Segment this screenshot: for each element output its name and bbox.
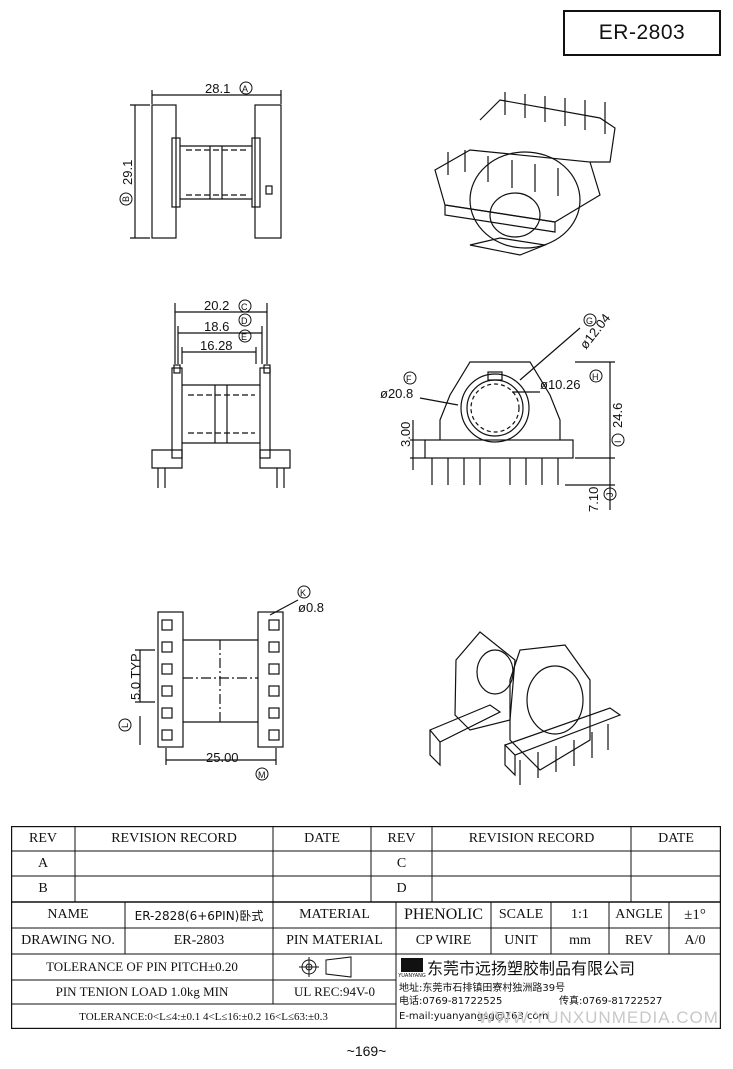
name-value: ER-2828(6+6PIN)卧式 bbox=[134, 908, 264, 923]
dim-side-w1: 20.2 bbox=[204, 298, 229, 313]
material-label: MATERIAL bbox=[299, 907, 370, 922]
side-view bbox=[151, 303, 291, 488]
dim-front-h3: 7.10 bbox=[586, 487, 601, 512]
tolerance-ranges: TOLERANCE:0<L≤4:±0.1 4<L≤16:±0.2 16<L≤63… bbox=[79, 1010, 328, 1023]
angle-value: ±1° bbox=[684, 906, 706, 923]
dim-front-d3: ø10.26 bbox=[540, 377, 580, 392]
dim-front-h2: 24.6 bbox=[610, 403, 625, 428]
title-block: REV REVISION RECORD DATE REV REVISION RE… bbox=[11, 826, 721, 1029]
ref-i: I bbox=[613, 440, 623, 443]
watermark: WWW.YUNXUNMEDIA.COM bbox=[478, 1008, 719, 1027]
drawing-no-label: DRAWING NO. bbox=[21, 933, 115, 948]
dim-bottom-width: 25.00 bbox=[206, 750, 239, 765]
dim-front-d1: ø20.8 bbox=[380, 386, 413, 401]
pin-material-value: CP WIRE bbox=[415, 933, 472, 948]
scale-label: SCALE bbox=[498, 907, 544, 922]
pin-material-label: PIN MATERIAL bbox=[286, 933, 383, 948]
pin-tension: PIN TENION LOAD 1.0kg MIN bbox=[55, 984, 229, 999]
ref-g: G bbox=[586, 316, 593, 326]
rev-a: A bbox=[37, 855, 49, 871]
front-view bbox=[410, 327, 615, 510]
ul-rec: UL REC:94V-0 bbox=[293, 984, 375, 999]
ref-k: K bbox=[300, 588, 306, 598]
material-value: PHENOLIC bbox=[403, 906, 484, 923]
rev-header-right: REV bbox=[387, 830, 416, 846]
ref-d: D bbox=[241, 316, 248, 326]
top-view-labels: 28.1 A 29.1 B bbox=[119, 81, 253, 206]
rev-header-left: REV bbox=[29, 830, 57, 846]
revision-record-header-right: REVISION RECORD bbox=[468, 830, 595, 846]
ref-h: H bbox=[592, 372, 599, 382]
name-label: NAME bbox=[47, 907, 89, 922]
rev-label: REV bbox=[625, 933, 653, 948]
company-name: 东莞市远扬塑胶制品有限公司 bbox=[427, 959, 636, 978]
ref-m: M bbox=[258, 770, 266, 780]
technical-drawing: 28.1 A 29.1 B bbox=[118, 81, 625, 785]
tolerance-pitch: TOLERANCE OF PIN PITCH±0.20 bbox=[46, 959, 238, 974]
angle-label: ANGLE bbox=[615, 907, 663, 922]
company-logo-text: YUANYANG bbox=[398, 973, 426, 979]
rev-b: B bbox=[38, 881, 48, 896]
date-header-left: DATE bbox=[304, 830, 340, 846]
dim-side-w2: 18.6 bbox=[204, 319, 229, 334]
ref-l: L bbox=[120, 723, 130, 728]
ref-j: J bbox=[605, 493, 615, 498]
ref-f: F bbox=[406, 374, 412, 384]
ref-e: E bbox=[241, 332, 247, 342]
title-block-grid bbox=[11, 826, 721, 1029]
drawing-title-box: ER-2803 bbox=[563, 10, 721, 56]
dim-top-width: 28.1 bbox=[205, 81, 230, 96]
dim-front-h1: 3.00 bbox=[398, 422, 413, 447]
rev-value: A/0 bbox=[684, 933, 706, 948]
company-address: 地址:东莞市石排镇田寮村独洲路39号 bbox=[399, 983, 566, 994]
company-fax: 传真:0769-81722527 bbox=[559, 996, 663, 1007]
rev-c: C bbox=[396, 855, 407, 871]
unit-label: UNIT bbox=[504, 933, 538, 948]
iso-view-bottom bbox=[429, 631, 622, 785]
dim-top-height: 29.1 bbox=[120, 160, 135, 185]
dim-bottom-pin: ø0.8 bbox=[298, 600, 324, 615]
iso-view-top bbox=[434, 92, 616, 256]
drawing-no-value: ER-2803 bbox=[173, 933, 225, 948]
ref-b: B bbox=[121, 196, 131, 202]
date-header-right: DATE bbox=[658, 830, 694, 846]
company-email: E-mail:yuanyangsg@163.com bbox=[399, 1010, 549, 1022]
drawing-title: ER-2803 bbox=[598, 21, 686, 44]
front-view-labels: ø20.8 F ø12.04 G ø10.26 H 3.00 24.6 I 7.… bbox=[380, 311, 625, 512]
dim-side-w3: 16.28 bbox=[200, 338, 233, 353]
ref-c: C bbox=[241, 302, 248, 312]
ref-a: A bbox=[242, 84, 248, 94]
unit-value: mm bbox=[569, 933, 591, 948]
page-number: ~169~ bbox=[346, 1043, 387, 1059]
rev-d: D bbox=[396, 881, 407, 896]
top-view bbox=[130, 90, 282, 239]
company-phone: 电话:0769-81722525 bbox=[399, 996, 503, 1007]
bottom-view-labels: ø0.8 K 5.0 TYP L 25.00 M bbox=[118, 585, 324, 781]
scale-value: 1:1 bbox=[571, 907, 589, 922]
side-view-labels: 20.2 C D 18.6 E 16.28 bbox=[200, 298, 252, 353]
revision-record-header-left: REVISION RECORD bbox=[111, 830, 237, 846]
dim-bottom-pitch: 5.0 TYP bbox=[128, 653, 143, 700]
bottom-view bbox=[135, 599, 299, 765]
